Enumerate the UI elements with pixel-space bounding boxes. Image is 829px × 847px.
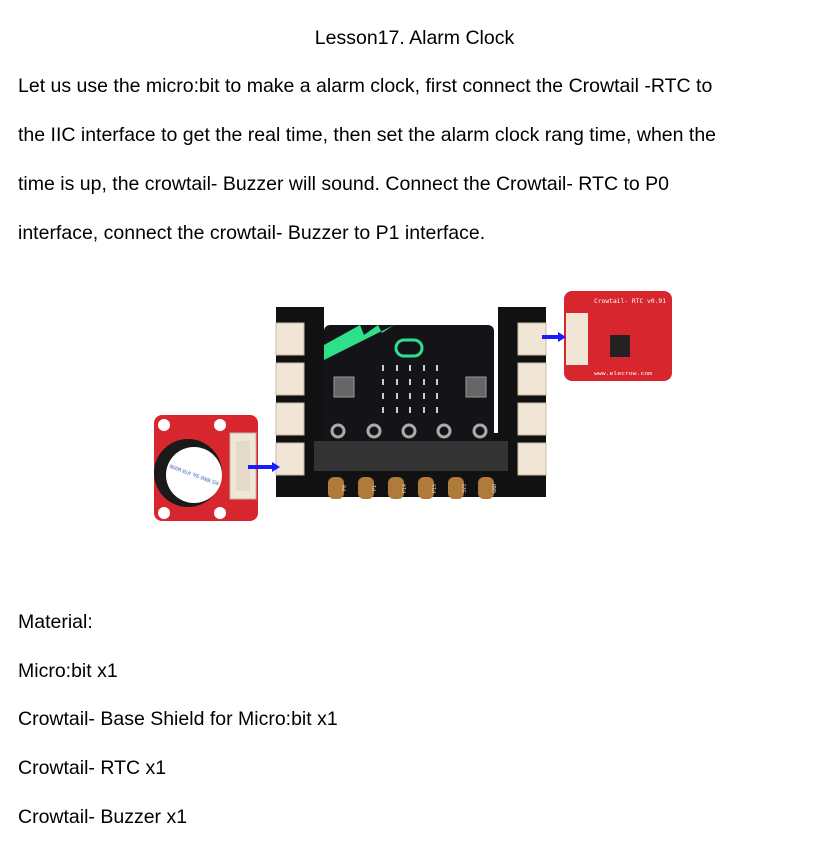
pin-label: 3V3 [462, 484, 468, 493]
rtc-site: www.elecrow.com [594, 371, 652, 377]
microbit-board [314, 325, 508, 471]
wiring-diagram: HYDZ REMOVE SEAL AFTER WASHING P0 P1 P14… [154, 291, 672, 521]
pin-label: GND [492, 484, 498, 493]
pin-label: P14 [402, 484, 408, 493]
pin-label: P0 [342, 485, 348, 491]
material-item: Micro:bit x1 [18, 660, 118, 682]
connection-arrows [248, 332, 566, 472]
intro-line: interface, connect the crowtail- Buzzer … [18, 222, 486, 244]
intro-line: Let us use the micro:bit to make a alarm… [18, 75, 713, 97]
rtc-label: Crowtail- RTC v0.91 [594, 298, 666, 305]
pin-label: P1 [372, 485, 378, 491]
intro-line: time is up, the crowtail- Buzzer will so… [18, 173, 669, 195]
pin-label: P15 [432, 484, 438, 493]
material-item: Crowtail- RTC x1 [18, 757, 167, 779]
material-heading: Material: [18, 611, 93, 633]
buzzer-module: HYDZ REMOVE SEAL AFTER WASHING [154, 415, 258, 521]
material-item: Crowtail- Base Shield for Micro:bit x1 [18, 708, 338, 730]
lesson-title: Lesson17. Alarm Clock [314, 27, 515, 49]
rtc-module: Crowtail- RTC v0.91 www.elecrow.com [564, 291, 672, 381]
intro-line: the IIC interface to get the real time, … [18, 124, 717, 146]
material-item: Crowtail- Buzzer x1 [18, 806, 188, 828]
